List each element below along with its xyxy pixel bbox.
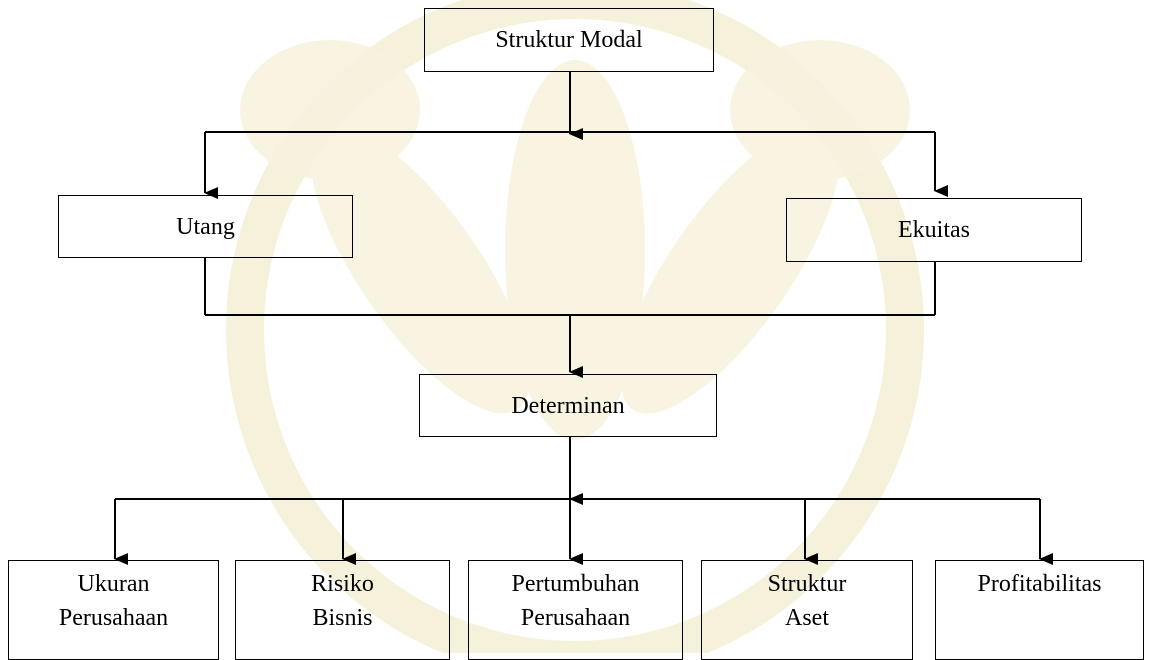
node-label-line1: Risiko [311,571,374,597]
node-ekuitas: Ekuitas [786,198,1082,262]
node-label-line1: Pertumbuhan [511,571,640,597]
node-ukuran-perusahaan: Ukuran Perusahaan [8,560,219,660]
node-label-line1: Ukuran [77,571,150,597]
node-profitabilitas: Profitabilitas [935,560,1144,660]
node-label-line1: Profitabilitas [977,571,1102,597]
node-label-line2: Perusahaan [58,605,169,631]
node-risiko-bisnis: Risiko Bisnis [235,560,450,660]
node-utang: Utang [58,195,353,258]
node-label-line2: Bisnis [312,605,373,631]
node-determinan: Determinan [419,374,717,437]
node-label-line2: Aset [785,605,829,631]
node-struktur-aset: Struktur Aset [701,560,913,660]
node-label-line1: Struktur [767,571,847,597]
node-label: Struktur Modal [495,27,643,53]
node-label: Ekuitas [898,217,970,243]
node-struktur-modal: Struktur Modal [424,8,714,72]
node-label-line2: Perusahaan [520,605,631,631]
node-label: Utang [176,213,235,240]
node-pertumbuhan-perusahaan: Pertumbuhan Perusahaan [468,560,683,660]
node-label: Determinan [511,392,625,419]
